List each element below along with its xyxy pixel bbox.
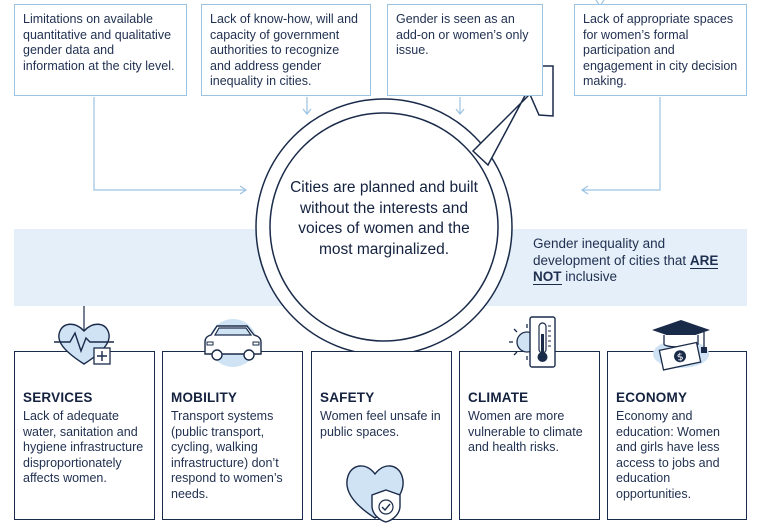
center-statement: Cities are planned and built without the…	[290, 179, 478, 258]
svg-text:$: $	[676, 352, 685, 364]
sector-title-services: SERVICES	[23, 390, 93, 405]
challenge-box-1: Limitations on available quantitative an…	[14, 4, 187, 96]
challenge-box-2: Lack of know-how, will and capacity of g…	[201, 4, 371, 96]
sector-text-climate: Women are more vulnerable to climate and…	[468, 409, 583, 454]
sector-title-economy: ECONOMY	[616, 390, 688, 405]
sector-title-safety: SAFETY	[320, 390, 375, 405]
female-symbol	[255, 65, 554, 356]
sector-text-mobility: Transport systems (public transport, cyc…	[171, 409, 283, 501]
sector-title-climate: CLIMATE	[468, 390, 529, 405]
car-icon	[204, 319, 262, 367]
sector-box-mobility: MOBILITY Transport systems (public trans…	[162, 351, 303, 520]
heart-shield-icon	[346, 465, 404, 523]
sector-box-services: SERVICES Lack of adequate water, sanitat…	[14, 351, 155, 520]
inequality-note-emphasis: ARE NOT	[533, 252, 719, 285]
sector-title-mobility: MOBILITY	[171, 390, 238, 405]
inequality-note: Gender inequality and development of cit…	[533, 236, 738, 286]
challenge-box-4: Lack of appropriate spaces for women’s f…	[574, 4, 747, 96]
challenge-box-3: Gender is seen as an add-on or women’s o…	[387, 4, 543, 96]
challenge-text-4: Lack of appropriate spaces for women’s f…	[583, 12, 738, 88]
graduation-money-icon: $	[652, 320, 710, 371]
heart-pulse-plus-icon	[54, 323, 114, 365]
sector-text-services: Lack of adequate water, sanitation and h…	[23, 409, 144, 485]
challenge-text-2: Lack of know-how, will and capacity of g…	[210, 12, 358, 88]
inequality-note-part2: inclusive	[565, 269, 618, 284]
challenge-text-3: Gender is seen as an add-on or women’s o…	[396, 12, 529, 57]
sector-box-economy: ECONOMY Economy and education: Women and…	[607, 351, 747, 520]
sector-text-economy: Economy and education: Women and girls h…	[616, 409, 720, 501]
sector-box-climate: CLIMATE Women are more vulnerable to cli…	[459, 351, 600, 520]
sector-text-safety: Women feel unsafe in public spaces.	[320, 409, 441, 439]
challenge-text-1: Limitations on available quantitative an…	[23, 12, 175, 73]
thermometer-sun-icon	[509, 316, 556, 368]
inequality-note-part1: Gender inequality and development of cit…	[533, 236, 687, 268]
